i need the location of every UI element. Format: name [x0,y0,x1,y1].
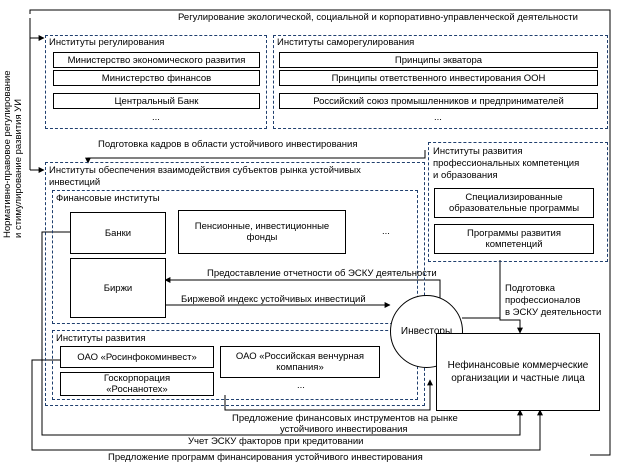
banks-box: Банки [70,212,166,254]
rusventure-box: ОАО «Российская венчурная компания» [220,346,380,378]
professionals-line2: профессионалов [505,295,581,306]
side-label-line2: и стимулирование развития УИ [13,98,24,238]
credit-label: Учет ЭСКУ факторов при кредитовании [188,436,364,447]
self-regulation-title: Институты саморегулирования [277,37,415,48]
programs-label: Предложение программ финансирования усто… [108,452,423,463]
un-principles-box: Принципы ответственного инвестирования О… [279,70,598,86]
index-label: Биржевой индекс устойчивых инвестиций [181,294,366,305]
competence-group [428,142,608,262]
reporting-label: Предоставление отчетности об ЭСКУ деятел… [207,268,437,279]
specialized-programs-box: Специализированные образовательные прогр… [434,188,594,218]
top-regulation-label: Регулирование экологической, социальной … [178,12,578,23]
nonfinancial-box: Нефинансовые коммерческие организации и … [436,333,600,411]
rusventure-line2: компания» [276,362,324,373]
interaction-group [45,162,425,406]
funds-line1: Пенсионные, инвестиционные [194,221,330,232]
rusventure-line1: ОАО «Российская венчурная [235,351,365,362]
specialized-line2: образовательные программы [448,203,580,214]
professionals-line1: Подготовка [505,283,556,294]
specialized-line1: Специализированные [465,192,563,203]
competence-title-line1: Институты развития [433,146,523,157]
rosnano-box: Госкорпорация «Роснанотех» [60,372,214,396]
training-arrow [85,150,426,164]
offer-label-line2: устойчивого инвестирования [280,424,408,435]
equator-box: Принципы экватора [279,52,598,68]
regulation-ellipsis: ... [152,112,160,123]
development-programs-line [31,359,543,451]
professionals-line3: в ЭСКУ деятельности [505,307,602,318]
exchanges-box: Биржи [70,258,166,318]
funds-line2: фонды [246,232,278,243]
training-label: Подготовка кадров в области устойчивого … [98,139,358,150]
financial-title: Финансовые институты [56,193,160,204]
regulation-group [45,35,267,129]
side-label: Нормативно-правовое регулирование и стим… [2,70,24,238]
self-regulation-ellipsis: ... [434,112,442,123]
professionals-arrow [499,260,523,334]
development-title: Институты развития [56,333,146,344]
competence-title-line3: и образования [433,170,498,181]
rosinfocom-box: ОАО «Росинфокоминвест» [60,346,214,368]
offer-line [224,379,433,411]
regulation-title: Институты регулирования [49,37,165,48]
self-regulation-group [273,35,608,129]
nonfinancial-line1: Нефинансовые коммерческие [447,360,589,371]
nonfinancial-line2: организации и частные лица [451,373,585,384]
financial-ellipsis: ... [382,226,390,237]
funds-box: Пенсионные, инвестиционные фонды [178,210,346,254]
side-label-line1: Нормативно-правовое регулирование [2,70,13,238]
offer-label-line1: Предложение финансовых инструментов на р… [232,413,458,424]
competence-programs-line1: Программы развития [467,228,561,239]
ministry-economy-box: Министерство экономического развития [53,52,260,68]
rosnano-line1: Госкорпорация [103,373,171,384]
banks-credit-line [41,231,523,436]
rspp-box: Российский союз промышленников и предпри… [279,93,598,109]
ministry-finance-box: Министерство финансов [53,70,260,86]
competence-title-line2: профессиональных компетенция [433,158,580,169]
interaction-title-line2: инвестиций [49,177,101,188]
competence-programs-line2: компетенций [485,239,543,250]
financial-group [52,190,418,324]
interaction-title-line1: Институты обеспечения взаимодействия суб… [49,165,361,176]
central-bank-box: Центральный Банк [53,93,260,109]
competence-programs-box: Программы развития компетенций [434,224,594,254]
rosnano-line2: «Роснанотех» [106,384,168,395]
development-ellipsis: ... [297,380,305,391]
